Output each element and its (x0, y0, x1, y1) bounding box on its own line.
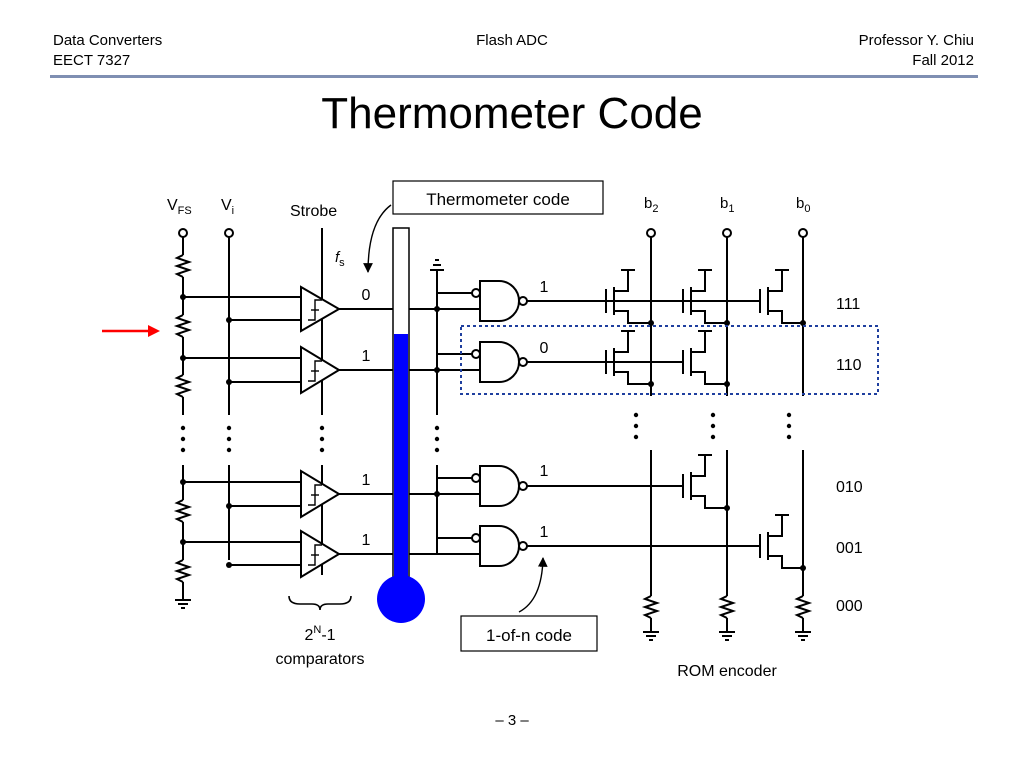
onehot-code-callout (460, 615, 598, 652)
ellipsis-dots (180, 412, 792, 453)
thermometer-graphic (377, 227, 425, 623)
course-name: Data Converters (53, 32, 163, 49)
code-label-000: 000 (836, 598, 863, 615)
onehot-callout-arrow (518, 557, 548, 613)
resistor-ladder (173, 237, 193, 609)
red-input-arrow (102, 325, 160, 337)
comparator-output-4: 1 (362, 532, 371, 549)
code-label-010: 010 (836, 479, 863, 496)
strobe-label: Strobe (290, 203, 337, 220)
top-terminals (178, 228, 808, 238)
vfs-label: VFS (167, 197, 192, 217)
comparator-stage (183, 285, 393, 579)
highlighted-row-box (460, 325, 879, 395)
header-left: Data Converters EECT 7327 (53, 31, 162, 71)
input-buses (228, 228, 323, 575)
header-topic: Flash ADC (476, 32, 548, 49)
thermometer-code-label: Thermometer code (426, 190, 570, 209)
gate-output-1: 1 (540, 279, 549, 296)
comparators-brace (288, 595, 352, 611)
gate-output-4: 1 (540, 524, 549, 541)
thermometer-code-callout (392, 180, 604, 215)
professor-name: Professor Y. Chiu (858, 32, 974, 49)
bit-lines (650, 237, 804, 596)
comparators-count-label: 2N-1 (304, 624, 335, 644)
course-code: EECT 7327 (53, 52, 131, 69)
rom-transistors (605, 269, 803, 569)
comparator-output-2: 1 (362, 348, 371, 365)
comparators-word-label: comparators (276, 651, 365, 668)
code-label-111: 111 (836, 296, 860, 313)
page-title: Thermometer Code (321, 89, 703, 138)
header-right: Professor Y. Chiu Fall 2012 (859, 31, 974, 71)
bit-label-b0: b0 (796, 195, 810, 215)
code-label-110: 110 (836, 357, 862, 374)
page-number: – 3 – (495, 712, 529, 729)
gate-output-2: 0 (540, 340, 549, 357)
vi-label: Vi (221, 197, 234, 217)
comparator-output-1: 0 (362, 287, 371, 304)
thermometer-callout-arrow (363, 204, 392, 273)
header-rule (50, 75, 978, 78)
gate-input-wiring (409, 259, 480, 555)
fs-label: fs (335, 249, 345, 269)
term: Fall 2012 (912, 52, 974, 69)
bit-label-b2: b2 (644, 195, 658, 215)
bit-label-b1: b1 (720, 195, 734, 215)
onehot-code-label: 1-of-n code (486, 626, 572, 645)
junction-dots (180, 294, 806, 571)
gate-output-3: 1 (540, 463, 549, 480)
pulldown-resistors (641, 595, 813, 641)
word-lines (527, 300, 760, 547)
nand-gates (471, 280, 528, 567)
code-label-001: 001 (836, 540, 863, 557)
comparator-output-3: 1 (362, 472, 371, 489)
rom-encoder-label: ROM encoder (677, 663, 777, 680)
